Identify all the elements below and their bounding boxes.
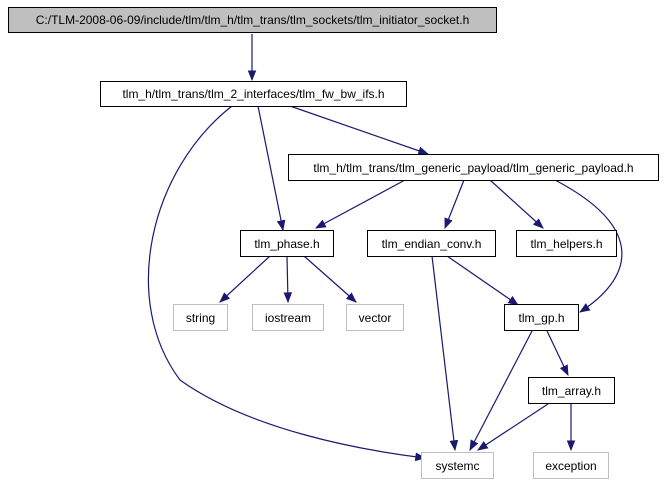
edge-gp-to-array: [546, 330, 569, 376]
node-tlm-gp-h[interactable]: tlm_gp.h: [504, 304, 579, 331]
edge-phase-to-vector: [303, 255, 357, 303]
edge-payload-to-gp: [554, 179, 623, 313]
node-tlm-fw-bw-ifs-h[interactable]: tlm_h/tlm_trans/tlm_2_interfaces/tlm_fw_…: [100, 81, 407, 107]
edge-fwbw-to-gp-payload: [289, 105, 430, 155]
edge-phase-to-string: [219, 255, 271, 303]
edge-payload-to-endian: [444, 179, 465, 230]
edge-array-to-systemc: [477, 403, 549, 451]
node-string: string: [173, 304, 228, 331]
edge-endian-to-gp: [446, 255, 519, 306]
node-tlm-helpers-h[interactable]: tlm_helpers.h: [516, 230, 617, 257]
node-tlm-endian-conv-h[interactable]: tlm_endian_conv.h: [367, 230, 496, 257]
node-vector: vector: [346, 304, 404, 331]
edge-gp-to-systemc: [469, 330, 533, 451]
node-tlm-generic-payload-h[interactable]: tlm_h/tlm_trans/tlm_generic_payload/tlm_…: [288, 154, 659, 181]
node-systemc: systemc: [421, 452, 494, 479]
edge-endian-to-systemc: [431, 255, 459, 452]
edge-fwbw-to-systemc: [147, 105, 427, 462]
edge-phase-to-iostream: [283, 255, 293, 304]
node-tlm-array-h[interactable]: tlm_array.h: [528, 377, 615, 404]
node-exception: exception: [533, 452, 609, 479]
edge-fwbw-to-phase: [257, 105, 286, 232]
node-tlm-initiator-socket-h: C:/TLM-2008-06-09/include/tlm/tlm_h/tlm_…: [8, 7, 497, 33]
node-tlm-phase-h[interactable]: tlm_phase.h: [240, 230, 334, 257]
node-iostream: iostream: [252, 304, 324, 331]
edge-payload-to-helpers: [489, 179, 544, 229]
edge-payload-to-phase: [315, 179, 406, 229]
